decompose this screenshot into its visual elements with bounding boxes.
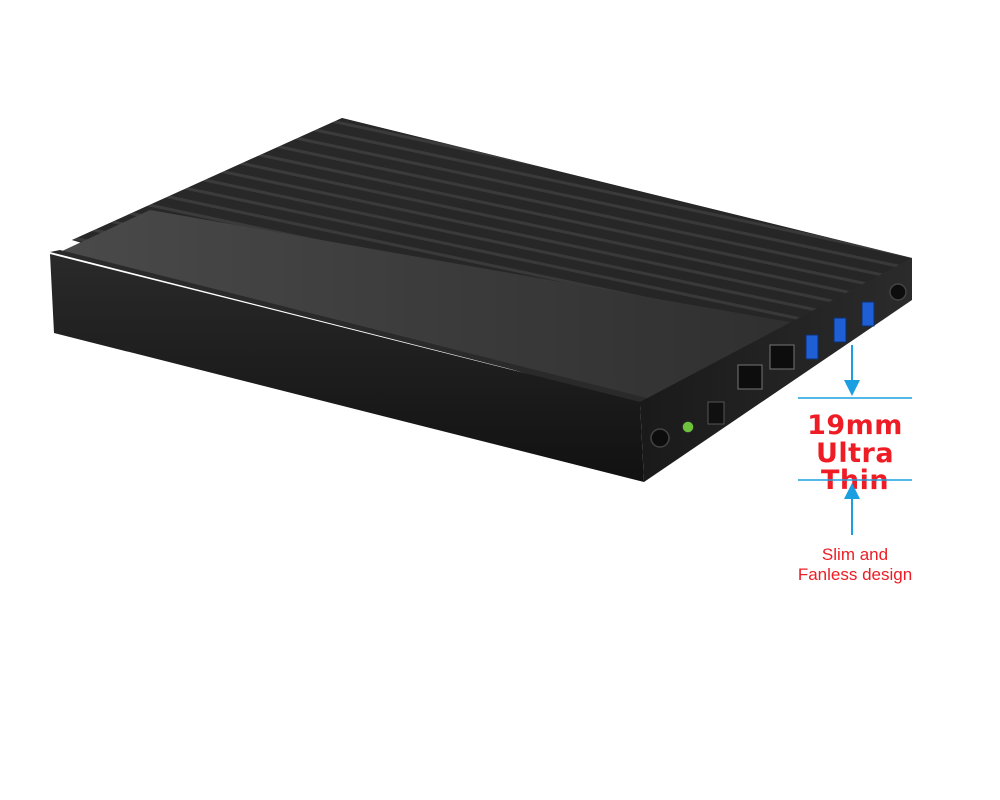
tagline-line-2: Fanless design bbox=[797, 565, 913, 584]
front-face bbox=[50, 254, 644, 482]
arrow-down-icon bbox=[798, 345, 912, 399]
usb3-port-1 bbox=[805, 334, 819, 360]
thickness-value: 19mm bbox=[807, 410, 903, 441]
io-ports bbox=[650, 283, 907, 448]
audio-jack bbox=[681, 420, 695, 434]
power-button-right bbox=[889, 283, 907, 301]
io-panel bbox=[640, 258, 912, 482]
usb3-port-2 bbox=[833, 317, 847, 343]
usb-port-left bbox=[707, 401, 725, 425]
top-plate bbox=[60, 210, 835, 400]
lan-port-1 bbox=[737, 364, 763, 390]
arrow-up-icon bbox=[798, 479, 912, 535]
thickness-callout: 19mm Ultra Thin Slim and Fanless design bbox=[780, 340, 980, 600]
usb3-port-3 bbox=[861, 301, 875, 327]
lan-port-2 bbox=[769, 344, 795, 370]
left-side-face bbox=[50, 250, 655, 402]
power-button bbox=[650, 428, 670, 448]
tagline-line-1: Slim and bbox=[821, 545, 889, 564]
